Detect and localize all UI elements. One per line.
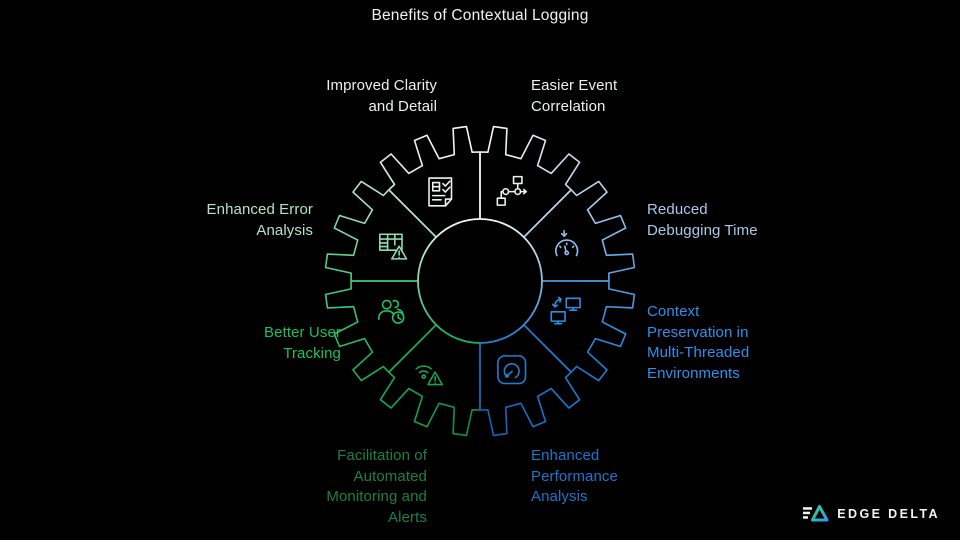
label-easier-event-correlation: Easier Event Correlation xyxy=(531,77,618,115)
label-reduced-debugging-time: Reduced Debugging Time xyxy=(647,201,758,239)
better-user-tracking-segment xyxy=(324,280,437,382)
label-enhanced-error-analysis: Enhanced Error Analysis xyxy=(206,201,313,239)
page-title: Benefits of Contextual Logging xyxy=(371,7,589,24)
enhanced-performance-analysis-segment xyxy=(479,324,581,437)
improved-clarity-and-detail-segment xyxy=(379,125,481,238)
easier-event-correlation-segment xyxy=(479,125,581,238)
facilitation-automated-monitoring-alerts-segment xyxy=(379,324,481,437)
gauge-box-icon xyxy=(497,355,527,385)
label-improved-clarity-and-detail: Improved Clarity and Detail xyxy=(326,77,437,115)
gear-hub-circle xyxy=(479,218,543,344)
label-better-user-tracking: Better User Tracking xyxy=(264,324,341,362)
flowchart-icon xyxy=(496,175,527,206)
gear-hub-circle xyxy=(417,218,481,344)
edge-delta-logo-icon xyxy=(803,505,829,522)
label-enhanced-performance-analysis: Enhanced Performance Analysis xyxy=(531,447,618,505)
users-clock-icon xyxy=(378,299,405,324)
label-facilitation-automated-monitoring: Facilitation of Automated Monitoring and… xyxy=(326,447,427,526)
monitors-sync-icon xyxy=(550,296,581,325)
document-check-icon xyxy=(428,177,453,207)
enhanced-error-analysis-segment xyxy=(324,180,437,282)
signal-warning-icon xyxy=(415,365,444,386)
brand-name: EDGE DELTA xyxy=(837,506,940,521)
label-context-preservation: Context Preservation in Multi-Threaded E… xyxy=(647,303,750,382)
brand: EDGE DELTA xyxy=(802,502,940,525)
gauge-arrow-icon xyxy=(555,229,579,257)
table-warning-icon xyxy=(379,233,408,260)
context-preservation-multithreaded-segment xyxy=(523,280,636,382)
reduced-debugging-time-segment xyxy=(523,180,636,282)
